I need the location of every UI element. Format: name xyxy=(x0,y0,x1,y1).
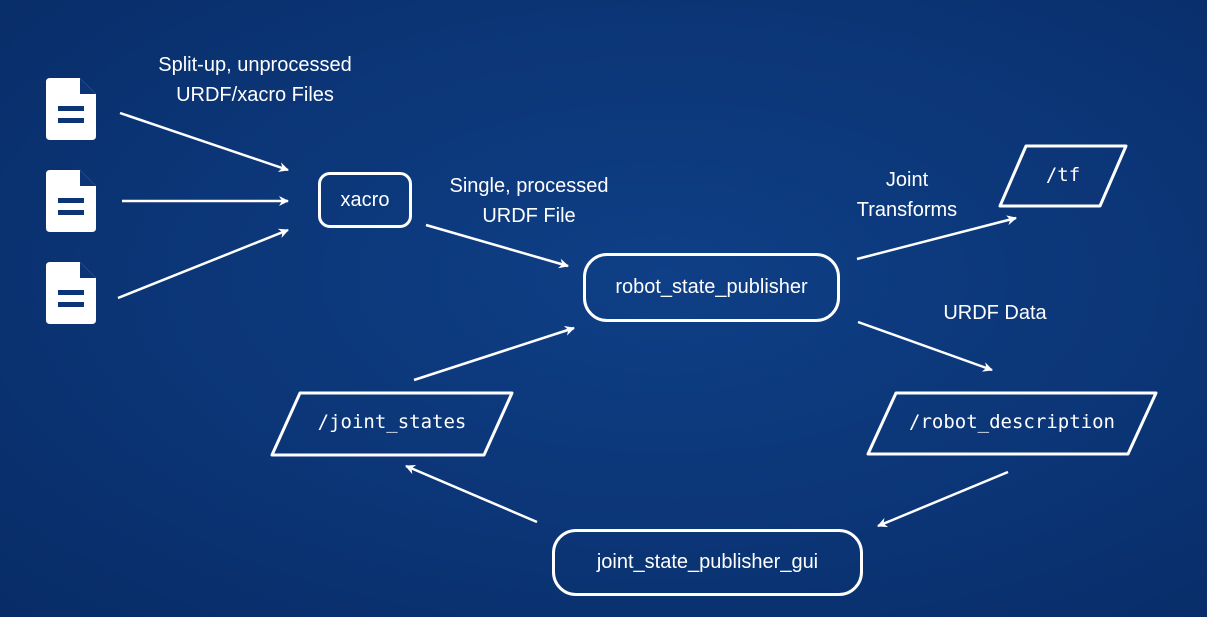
joint-transforms-label-line2: Transforms xyxy=(856,199,958,221)
arrow-rsp-to-robot-description xyxy=(857,320,993,372)
urdf-data-label-text: URDF Data xyxy=(943,302,1047,324)
urdf-data-label: URDF Data xyxy=(920,298,1070,328)
robot-state-publisher-node[interactable]: robot_state_publisher xyxy=(583,253,840,322)
arrow-xacro-to-rsp xyxy=(425,223,569,269)
joint-state-publisher-gui-node[interactable]: joint_state_publisher_gui xyxy=(552,529,863,596)
robot-description-topic-label[interactable]: /robot_description xyxy=(909,411,1115,433)
joint-transforms-label: Joint Transforms xyxy=(837,165,977,225)
arrow-gui-to-joint-states xyxy=(405,464,538,524)
arrow-rsp-to-tf xyxy=(856,215,1017,261)
processed-file-label-line1: Single, processed xyxy=(449,175,609,197)
joint-states-topic-label[interactable]: /joint_states xyxy=(317,411,467,433)
file-icon xyxy=(46,170,96,232)
split-files-label: Split-up, unprocessed URDF/xacro Files xyxy=(130,50,380,110)
split-files-label-line2: URDF/xacro Files xyxy=(176,84,334,106)
robot-description-topic-shape xyxy=(866,391,1158,456)
file-icon xyxy=(46,78,96,140)
tf-topic-shape xyxy=(998,144,1128,208)
xacro-node[interactable]: xacro xyxy=(318,172,412,228)
arrow-file1-to-xacro xyxy=(119,111,289,172)
arrow-joint-states-to-rsp xyxy=(413,326,575,382)
tf-topic-label[interactable]: /tf xyxy=(1045,164,1081,186)
arrow-file3-to-xacro xyxy=(117,228,289,300)
joint-transforms-label-line1: Joint xyxy=(885,169,929,191)
processed-file-label: Single, processed URDF File xyxy=(424,171,634,231)
joint-states-topic-shape xyxy=(270,391,514,457)
file-icon xyxy=(46,262,96,324)
split-files-label-line1: Split-up, unprocessed xyxy=(158,54,352,76)
arrow-robot-description-to-gui xyxy=(877,470,1009,528)
processed-file-label-line2: URDF File xyxy=(482,205,576,227)
